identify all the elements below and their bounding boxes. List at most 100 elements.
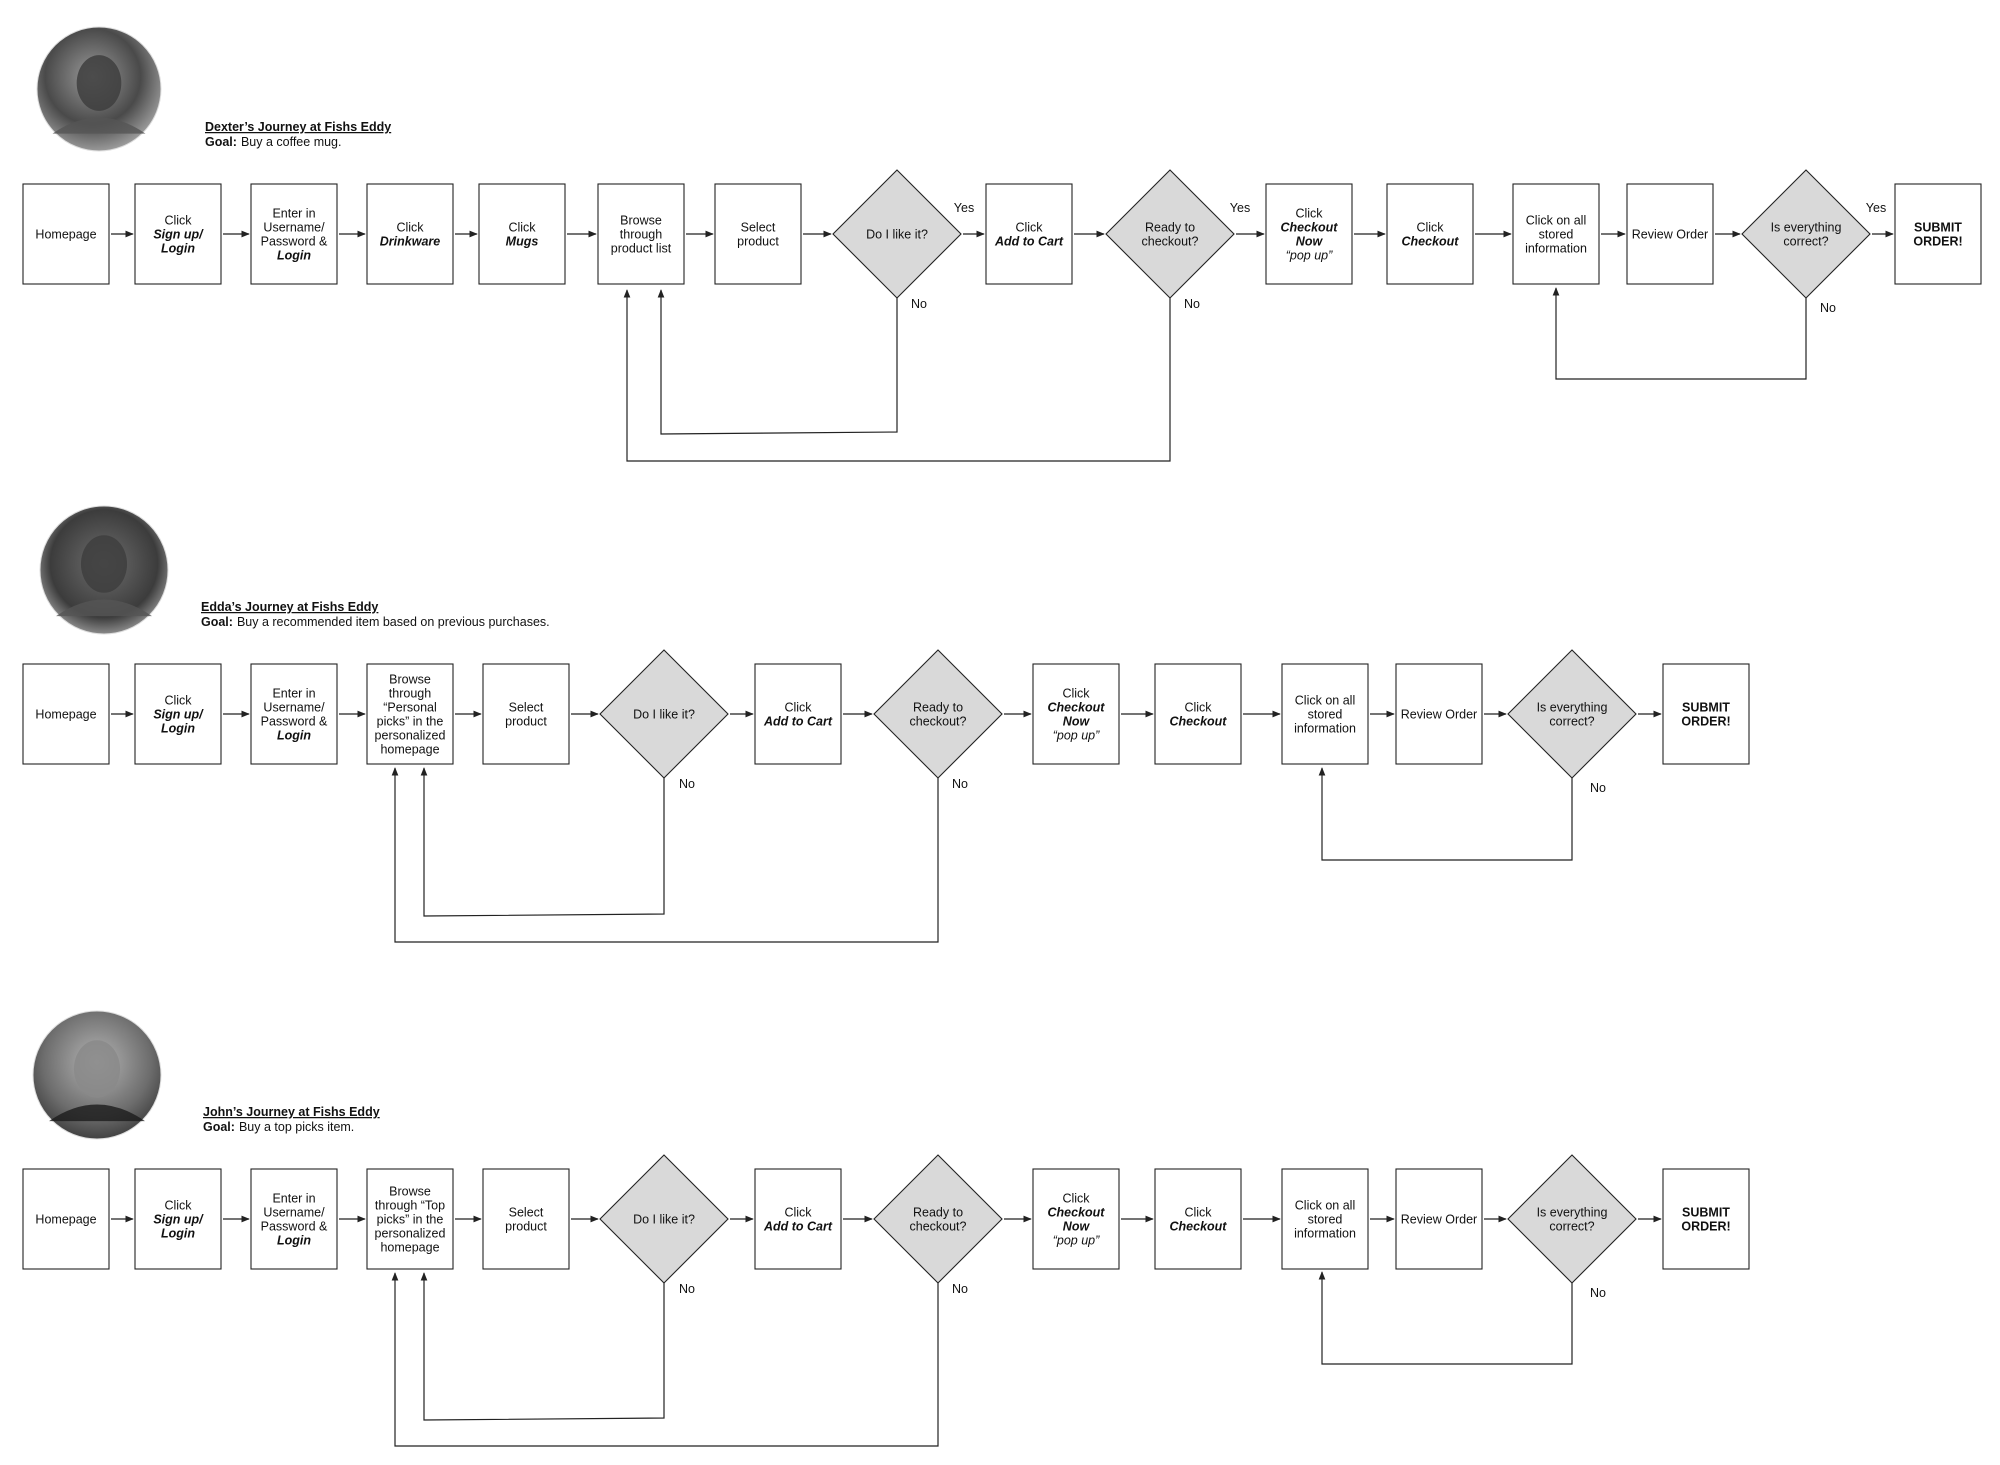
step-homepage: Homepage <box>22 663 110 765</box>
loop-arrow-ready-no <box>623 289 1171 462</box>
step-like: Do I like it? <box>599 649 729 779</box>
step-label: Click <box>784 701 812 715</box>
step-label: Sign up/ <box>153 708 204 722</box>
step-label: Checkout <box>1170 1220 1228 1234</box>
loop-arrow-ready-no <box>391 767 939 943</box>
avatar <box>32 1010 162 1140</box>
step-box <box>1265 183 1353 285</box>
step-label: checkout? <box>910 715 967 729</box>
avatar <box>39 505 169 635</box>
step-label: ORDER! <box>1681 715 1730 729</box>
no-label: No <box>679 1282 695 1296</box>
goal-label: Goal: <box>205 135 237 149</box>
step-review: Review Order <box>1395 1168 1483 1270</box>
step-label: information <box>1294 1227 1356 1241</box>
step-label: Click <box>1015 221 1043 235</box>
step-homepage: Homepage <box>22 183 110 285</box>
no-label: No <box>911 297 927 311</box>
step-label: Username/ <box>263 1206 325 1220</box>
step-box <box>22 663 110 765</box>
step-label: Username/ <box>263 701 325 715</box>
journey-title: Edda’s Journey at Fishs Eddy <box>201 600 378 614</box>
step-label: Login <box>277 249 311 263</box>
step-label: Click <box>508 221 536 235</box>
step-label: Click <box>1184 701 1212 715</box>
step-label: Homepage <box>35 228 96 242</box>
step-label: homepage <box>380 1241 439 1255</box>
step-label: product <box>505 1220 547 1234</box>
no-label: No <box>679 777 695 791</box>
step-label: Login <box>277 729 311 743</box>
step-label: Do I like it? <box>633 708 695 722</box>
step-label: information <box>1294 722 1356 736</box>
step-label: Is everything <box>1771 221 1842 235</box>
step-box <box>250 663 338 765</box>
step-like: Do I like it? <box>599 1154 729 1284</box>
step-label: Click <box>1062 1192 1090 1206</box>
loop-arrow-correct-no <box>1552 287 1807 380</box>
avatar-face <box>73 1040 121 1098</box>
journey-goal: Goal:Buy a top picks item. <box>203 1120 354 1134</box>
step-label: information <box>1525 242 1587 256</box>
step-box <box>1662 1168 1750 1270</box>
step-label: Login <box>161 242 195 256</box>
step-label: Checkout <box>1281 221 1339 235</box>
goal-text: Buy a coffee mug. <box>241 135 342 149</box>
step-box <box>366 1168 454 1270</box>
step-box <box>1512 183 1600 285</box>
step-label: Password & <box>261 1220 328 1234</box>
step-box <box>134 663 222 765</box>
step-label: SUBMIT <box>1682 701 1730 715</box>
step-box <box>597 183 685 285</box>
step-label: Click <box>1416 221 1444 235</box>
avatar-shoulders <box>56 599 152 617</box>
step-label: “pop up” <box>1286 249 1333 263</box>
step-label: Click on all <box>1295 694 1355 708</box>
yes-label: Yes <box>954 201 974 215</box>
loop-arrow-correct-no <box>1318 767 1573 861</box>
step-label: stored <box>1539 228 1574 242</box>
step-label: Checkout <box>1048 701 1106 715</box>
step-label: SUBMIT <box>1914 221 1962 235</box>
step-box <box>1281 1168 1369 1270</box>
step-box <box>985 183 1073 285</box>
step-label: checkout? <box>910 1220 967 1234</box>
step-label: Now <box>1063 715 1091 729</box>
step-box <box>1386 183 1474 285</box>
step-review: Review Order <box>1626 183 1714 285</box>
journey-goal: Goal:Buy a recommended item based on pre… <box>201 615 550 629</box>
avatar-shoulders <box>49 1104 145 1122</box>
step-box <box>1281 663 1369 765</box>
step-box <box>478 183 566 285</box>
step-label: Enter in <box>272 1192 315 1206</box>
step-label: Checkout <box>1402 235 1460 249</box>
step-label: stored <box>1308 1213 1343 1227</box>
step-label: Review Order <box>1632 228 1708 242</box>
step-box <box>134 183 222 285</box>
step-label: Select <box>741 221 776 235</box>
journey-title: John’s Journey at Fishs Eddy <box>203 1105 380 1119</box>
step-label: “pop up” <box>1053 729 1100 743</box>
loop-arrow-correct-no <box>1318 1271 1573 1365</box>
journey-title: Dexter’s Journey at Fishs Eddy <box>205 120 391 134</box>
